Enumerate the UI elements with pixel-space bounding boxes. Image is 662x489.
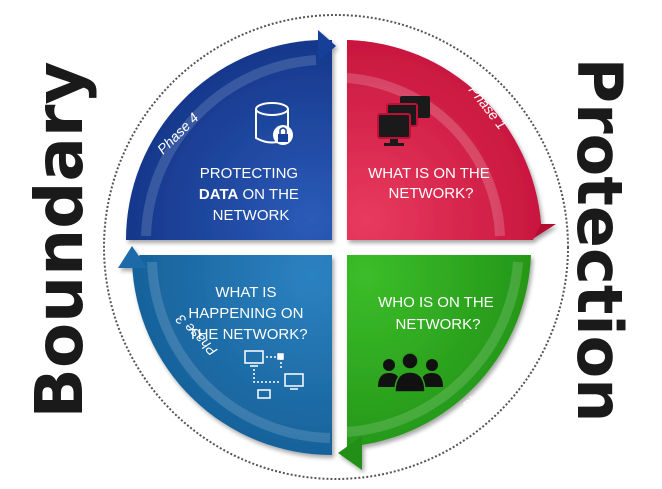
right-title: Protection	[563, 58, 636, 423]
phase-2-arrowhead	[338, 436, 362, 470]
phase-1-text: WHAT IS ON THE NETWORK?	[368, 165, 494, 202]
quadrant-phase-2	[338, 255, 531, 470]
phase-2-line-1: WHO IS ON THE	[378, 294, 494, 311]
users-group-icon	[378, 352, 443, 393]
phase-4-bold-word: DATA	[199, 186, 239, 203]
phase-4-line-2: DATA ON THE	[199, 186, 303, 203]
phase-3-text: WHAT IS HAPPENING ON THE NETWORK?	[188, 284, 307, 343]
locked-database-icon	[255, 102, 293, 145]
phase-4-line-3: NETWORK	[213, 207, 290, 224]
quadrant-phase-1	[347, 40, 556, 240]
phase-4-text: PROTECTING DATA ON THE NETWORK	[199, 165, 303, 224]
phase-3-line-2: HAPPENING ON	[188, 305, 303, 322]
monitors-icon	[377, 96, 430, 146]
phase-1-line-2: NETWORK?	[388, 185, 473, 202]
phase-4-line-2-rest: ON THE	[238, 186, 299, 203]
phase-1-line-1: WHAT IS ON THE	[368, 165, 490, 182]
phase-3-arrowhead	[118, 246, 147, 268]
phase-4-line-1: PROTECTING	[200, 165, 298, 182]
phase-2-line-2: NETWORK?	[395, 316, 480, 333]
quadrant-phase-4	[125, 30, 336, 240]
left-title: Boundary	[21, 62, 98, 419]
quadrant-phase-3	[118, 246, 332, 456]
phase-3-line-1: WHAT IS	[215, 284, 276, 301]
network-connections-icon	[244, 350, 304, 399]
dashed-boundary-ring	[103, 14, 569, 480]
phase-3-line-3: THE NETWORK?	[188, 326, 307, 343]
phase-4-arrowhead	[318, 30, 336, 62]
phase-2-text: WHO IS ON THE NETWORK?	[378, 294, 498, 333]
